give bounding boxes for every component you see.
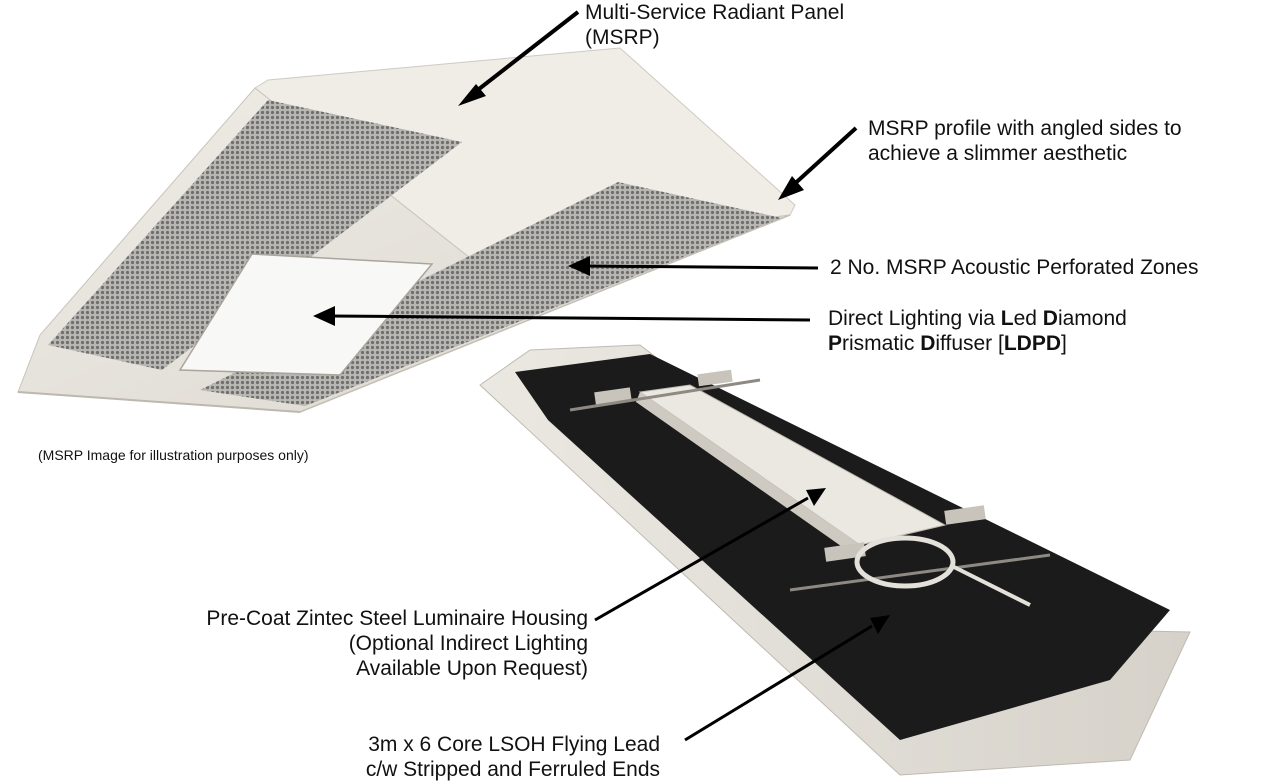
perforated-zones-label: 2 No. MSRP Acoustic Perforated Zones bbox=[830, 256, 1199, 279]
msrp-title-label: Multi-Service Radiant Panel (MSRP) bbox=[585, 0, 844, 50]
profile-line-1: MSRP profile with angled sides to bbox=[868, 117, 1182, 140]
illustration-note: (MSRP Image for illustration purposes on… bbox=[38, 447, 309, 463]
housing-line-3: Available Upon Request) bbox=[356, 657, 588, 680]
luminaire-tray bbox=[479, 344, 1191, 776]
housing-label: Pre-Coat Zintec Steel Luminaire Housing … bbox=[118, 606, 588, 681]
flying-lead-coil bbox=[854, 535, 956, 589]
mounting-bracket bbox=[944, 505, 986, 525]
profile-label: MSRP profile with angled sides to achiev… bbox=[868, 116, 1182, 166]
msrp-title-line-1: Multi-Service Radiant Panel bbox=[585, 1, 845, 24]
housing-spine bbox=[638, 384, 947, 546]
flying-lead-tail bbox=[949, 563, 1031, 607]
ldpd-light-diffuser bbox=[178, 253, 434, 376]
perforated-zone-left bbox=[48, 100, 462, 370]
lighting-label: Direct Lighting via Led Diamond Prismati… bbox=[828, 306, 1127, 356]
mounting-bracket bbox=[697, 369, 733, 387]
lighting-line-1: Direct Lighting via Led Diamond bbox=[828, 307, 1127, 330]
lighting-line-2: Prismatic Diffuser [LDPD] bbox=[828, 332, 1067, 355]
housing-line-1: Pre-Coat Zintec Steel Luminaire Housing bbox=[206, 607, 588, 630]
flying-lead-line-2: c/w Stripped and Ferruled Ends bbox=[365, 758, 660, 781]
housing-line-2: (Optional Indirect Lighting bbox=[348, 632, 588, 655]
profile-line-2: achieve a slimmer aesthetic bbox=[868, 142, 1128, 165]
msrp-title-line-2: (MSRP) bbox=[585, 26, 660, 49]
msrp-panel bbox=[17, 47, 796, 413]
flying-lead-label: 3m x 6 Core LSOH Flying Lead c/w Strippe… bbox=[258, 732, 660, 781]
leader-arrows bbox=[313, 10, 890, 742]
flying-lead-line-1: 3m x 6 Core LSOH Flying Lead bbox=[368, 733, 660, 756]
